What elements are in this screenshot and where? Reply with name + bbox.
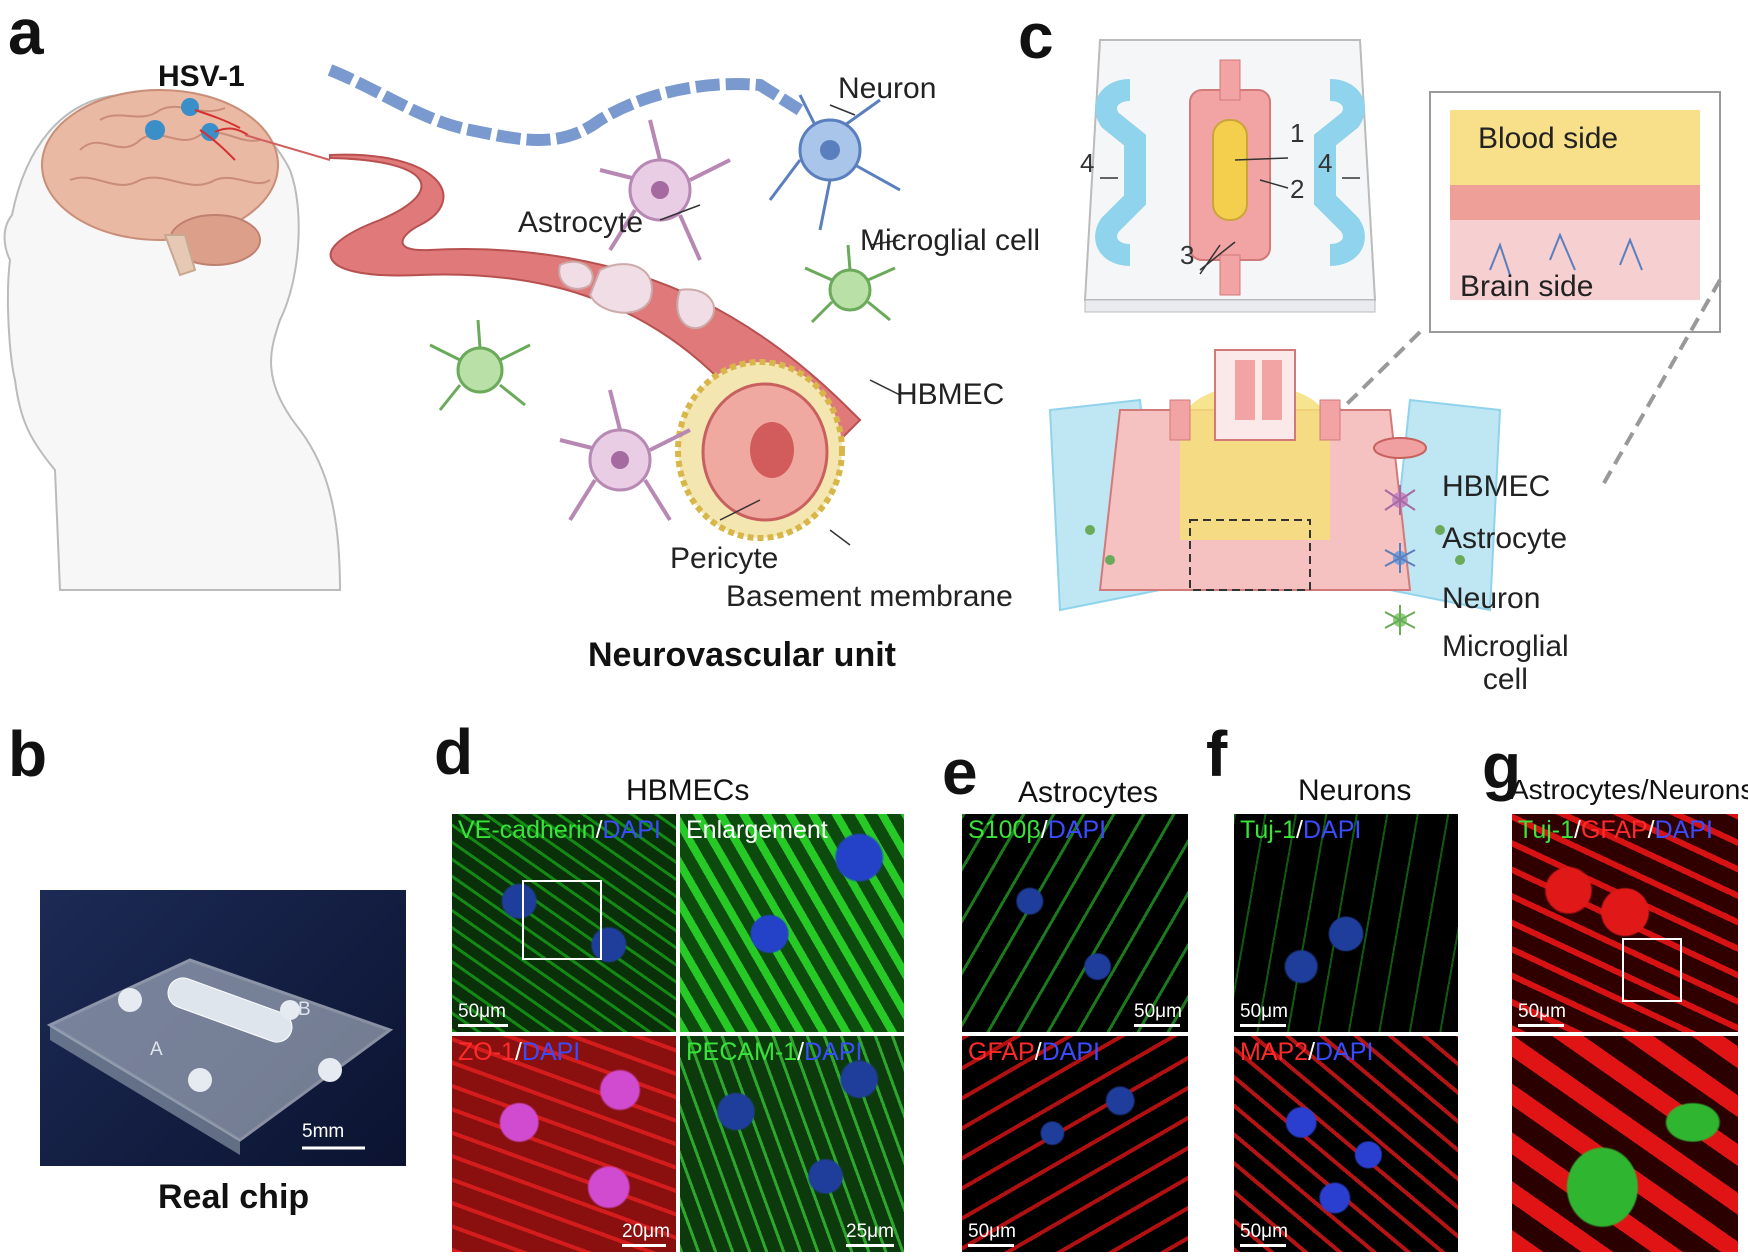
virus-label: HSV-1 (158, 60, 245, 93)
microglia-icon (1384, 605, 1416, 635)
brain-side-label: Brain side (1460, 270, 1594, 303)
neuron-icon (1384, 543, 1416, 573)
panel-f-title: Neurons (1298, 774, 1412, 807)
stain-label: ZO-1/DAPI (458, 1038, 581, 1066)
legend-microglial: Microglial cell (1442, 630, 1569, 696)
image-pecam1: PECAM-1/DAPI 25μm (680, 1036, 904, 1252)
scale-bar-label: 20μm (622, 1221, 670, 1242)
image-zoom-detail (1512, 1036, 1738, 1252)
scale-bar (458, 1024, 508, 1027)
scale-bar (846, 1244, 894, 1247)
scale-bar-label: 50μm (1518, 1001, 1566, 1022)
hbmec-icon (1373, 437, 1427, 459)
scale-bar (968, 1244, 1014, 1247)
virus-particle (201, 123, 219, 141)
scale-bar (622, 1244, 666, 1247)
scale-bar-label: 50μm (1134, 1001, 1182, 1022)
chip-number-4-left: 4 (1080, 148, 1095, 178)
legend-astrocyte: Astrocyte (1442, 522, 1568, 555)
neuron-cell (768, 94, 901, 231)
panel-label-b: b (8, 718, 48, 790)
panel-label-a: a (8, 0, 44, 68)
astrocyte-cell (559, 389, 691, 522)
scale-bar (1240, 1244, 1286, 1247)
axon (327, 64, 804, 146)
legend-hbmec: HBMEC (1442, 470, 1551, 503)
chip-photo-drawing (46, 958, 394, 1155)
chip-number-1: 1 (1290, 118, 1305, 148)
zoom-box (522, 880, 602, 960)
chip-scale-label: 5mm (302, 1121, 345, 1142)
stain-label: Tuj-1/GFAP/DAPI (1518, 816, 1713, 844)
microglia-cell (429, 319, 531, 411)
scale-bar-label: 50μm (968, 1221, 1016, 1242)
panel-a-illustration (3, 64, 901, 591)
panel-g-title: Astrocytes/Neurons (1510, 774, 1748, 805)
label-astrocyte: Astrocyte (518, 206, 644, 239)
stain-label: GFAP/DAPI (968, 1038, 1100, 1066)
stain-label: MAP2/DAPI (1240, 1038, 1374, 1066)
label-pericyte: Pericyte (670, 542, 779, 575)
legend-neuron: Neuron (1442, 582, 1541, 615)
astrocyte-icon (1384, 485, 1416, 515)
panel-label-d: d (434, 716, 474, 788)
image-gfap: GFAP/DAPI 50μm (962, 1036, 1188, 1252)
label-basement: Basement membrane (726, 580, 1013, 613)
scale-bar-label: 25μm (846, 1221, 894, 1242)
chip-letter-b: B (298, 999, 311, 1020)
chip-3d-view (1048, 349, 1502, 612)
panel-label-c: c (1018, 0, 1054, 72)
virus-particle (145, 120, 165, 140)
chip-number-4-right: 4 (1318, 148, 1333, 178)
scale-bar-label: 50μm (458, 1001, 506, 1022)
image-ve-cadherin: VE-cadherin/DAPI 50μm (452, 814, 676, 1032)
astrocyte-cell (599, 119, 731, 261)
enlargement-label: Enlargement (686, 816, 828, 844)
stain-label: VE-cadherin/DAPI (458, 816, 661, 844)
scale-bar-label: 50μm (1240, 1001, 1288, 1022)
chip-photo: A B 5mm (40, 890, 406, 1166)
panel-label-g: g (1482, 730, 1522, 802)
chip-letter-a: A (150, 1039, 163, 1060)
image-map2: MAP2/DAPI 50μm (1234, 1036, 1458, 1252)
image-tuj1-gfap: Tuj-1/GFAP/DAPI 50μm (1512, 814, 1738, 1032)
panel-e-title: Astrocytes (1018, 776, 1159, 809)
virus-particle (181, 98, 199, 116)
image-enlargement: Enlargement (680, 814, 904, 1032)
stain-label: PECAM-1/DAPI (686, 1038, 863, 1066)
zoom-box (1622, 938, 1682, 1002)
blood-side-label: Blood side (1478, 122, 1619, 155)
label-neuron: Neuron (838, 72, 937, 105)
stain-label: S100β/DAPI (968, 816, 1107, 844)
chip-number-2: 2 (1290, 174, 1305, 204)
label-hbmec: HBMEC (896, 378, 1005, 411)
image-s100b: S100β/DAPI 50μm (962, 814, 1188, 1032)
scale-bar-label: 50μm (1240, 1221, 1288, 1242)
scale-bar (1134, 1024, 1180, 1027)
panel-b-title: Real chip (158, 1178, 310, 1216)
scale-bar (1518, 1024, 1564, 1027)
panel-label-f: f (1206, 718, 1228, 790)
brain (41, 89, 279, 241)
stain-label: Tuj-1/DAPI (1240, 816, 1362, 844)
chip-number-3: 3 (1180, 240, 1195, 270)
panel-label-e: e (942, 736, 978, 808)
panel-a-title: Neurovascular unit (588, 636, 896, 674)
scale-bar (1240, 1024, 1286, 1027)
image-zo1: ZO-1/DAPI 20μm (452, 1036, 676, 1252)
image-tuj1: Tuj-1/DAPI 50μm (1234, 814, 1458, 1032)
label-microglial: Microglial cell (860, 224, 1041, 257)
microglia-cell (804, 244, 896, 324)
panel-c-illustration (1048, 39, 1722, 635)
panel-d-title: HBMECs (626, 774, 750, 807)
